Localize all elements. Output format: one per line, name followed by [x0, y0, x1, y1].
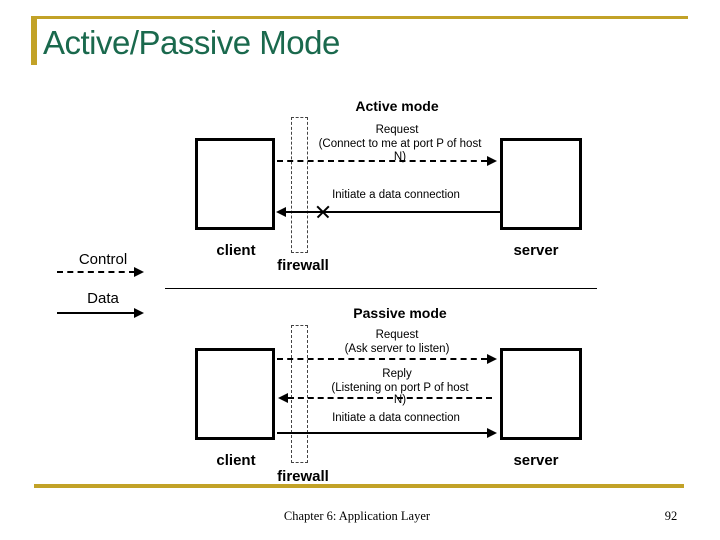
active-request-label-line1: Request: [375, 124, 419, 136]
passive-reply-label-line2: (Listening on port P of host: [331, 382, 469, 394]
footer-chapter-text: Chapter 6: Application Layer: [283, 509, 431, 523]
passive-initiate-arrow-line: [277, 432, 489, 434]
active-mode-heading: Active mode: [355, 98, 439, 114]
active-initiate-arrow-line: [283, 211, 500, 213]
legend-data-arrowhead: [134, 308, 144, 318]
passive-server-label: server: [513, 452, 559, 469]
page-title: Active/Passive Mode: [43, 24, 340, 61]
passive-reply-label-line1: Reply: [382, 368, 412, 380]
legend-control-arrowhead: [134, 267, 144, 277]
bottom-accent-bar: [34, 484, 684, 488]
passive-reply-arrow-line: [288, 397, 492, 399]
active-initiate-label: Initiate a data connection: [332, 189, 460, 201]
active-firewall-rect: [291, 117, 308, 253]
active-request-label-line3: N): [393, 151, 407, 163]
active-initiate-arrowhead: [276, 207, 286, 217]
legend-data-label: Data: [87, 290, 119, 307]
active-server-label: server: [513, 242, 559, 259]
section-divider: [165, 288, 597, 289]
passive-request-arrowhead: [487, 354, 497, 364]
active-request-arrow-line: [277, 160, 487, 162]
top-accent-line: [31, 16, 688, 19]
active-request-label-line2: (Connect to me at port P of host: [318, 138, 482, 150]
active-client-label: client: [216, 242, 256, 259]
passive-firewall-rect: [291, 325, 308, 463]
legend-control-label: Control: [78, 251, 128, 268]
active-request-arrowhead: [487, 156, 497, 166]
passive-reply-arrowhead: [278, 393, 288, 403]
active-firewall-label: firewall: [277, 257, 329, 274]
passive-mode-heading: Passive mode: [353, 305, 447, 321]
passive-reply-label-line3: N): [393, 394, 407, 406]
passive-initiate-label: Initiate a data connection: [332, 412, 460, 424]
passive-request-label-line2: (Ask server to listen): [344, 343, 450, 355]
passive-firewall-label: firewall: [277, 468, 329, 485]
active-client-box: [195, 138, 275, 230]
active-server-box: [500, 138, 582, 230]
passive-request-label-line1: Request: [375, 329, 419, 341]
legend-control-line: [57, 271, 135, 273]
passive-server-box: [500, 348, 582, 440]
footer-page-number: 92: [664, 509, 678, 523]
blocked-x-mark: [315, 204, 331, 220]
passive-request-arrow-line: [277, 358, 487, 360]
passive-initiate-arrowhead: [487, 428, 497, 438]
title-accent-bar: [31, 16, 37, 65]
passive-client-label: client: [216, 452, 256, 469]
passive-client-box: [195, 348, 275, 440]
legend-data-line: [57, 312, 135, 314]
